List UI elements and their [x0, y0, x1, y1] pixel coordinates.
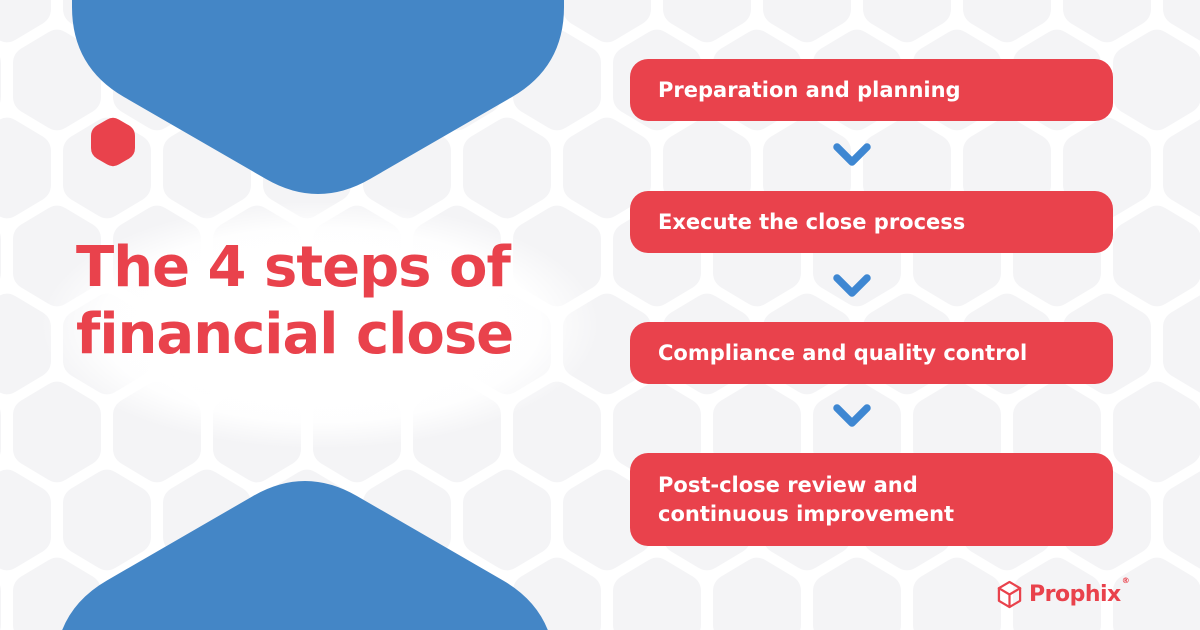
- hex-tile: [963, 0, 1051, 43]
- hex-tile: [1113, 381, 1200, 483]
- hex-tile: [763, 0, 851, 43]
- step-4-label-line-1: Post-close review and: [658, 473, 918, 498]
- hex-tile: [0, 57, 1, 103]
- page-title: The 4 steps of financial close: [76, 234, 636, 368]
- hex-tile: [1163, 471, 1200, 569]
- step-3-compliance: Compliance and quality control: [630, 322, 1113, 384]
- hex-tile: [1163, 295, 1200, 393]
- step-1-preparation: Preparation and planning: [630, 59, 1113, 121]
- chevron-stroke: [833, 143, 871, 166]
- hex-tile: [563, 469, 651, 571]
- hex-tile: [813, 557, 901, 630]
- title-glow: [0, 170, 670, 480]
- hex-tile: [1163, 119, 1200, 217]
- hex-tile: [1113, 29, 1200, 131]
- prophix-cube-icon: [997, 580, 1022, 608]
- chevron-down-icon: [833, 143, 871, 166]
- hex-tile: [0, 0, 51, 43]
- hex-tile: [713, 557, 801, 630]
- red-hexagon-accent: [91, 117, 135, 167]
- blue-hexagon-top: [72, 0, 564, 194]
- prophix-wordmark: Prophix®: [1029, 575, 1130, 607]
- steps-flow: Preparation and planning Execute the clo…: [630, 0, 1113, 630]
- trademark-symbol: ®: [1121, 575, 1130, 585]
- chevron-stroke: [833, 404, 871, 427]
- hex-tile: [63, 469, 151, 571]
- hex-tile: [913, 557, 1001, 630]
- chevron-down-icon: [833, 274, 871, 297]
- step-4-label-line-2: continuous improvement: [658, 501, 955, 526]
- chevron-stroke: [833, 274, 871, 297]
- hex-tile: [1113, 557, 1200, 630]
- hex-tile: [663, 0, 751, 43]
- hex-tile: [463, 469, 551, 571]
- chevron-down-icon: [833, 404, 871, 427]
- step-4-post-close: Post-close review and continuous improve…: [630, 453, 1113, 546]
- hex-tile: [1163, 0, 1200, 41]
- step-3-label: Compliance and quality control: [658, 340, 1028, 365]
- step-2-execute: Execute the close process: [630, 191, 1113, 253]
- page-title-line-1: The 4 steps of: [76, 235, 511, 300]
- hex-tile: [1113, 205, 1200, 307]
- hex-tile: [1063, 0, 1151, 43]
- hex-tile: [0, 469, 51, 571]
- step-1-label: Preparation and planning: [658, 77, 961, 102]
- hex-tile: [563, 0, 651, 43]
- hex-tile: [613, 557, 701, 630]
- hex-tile: [0, 585, 1, 630]
- step-2-label: Execute the close process: [658, 209, 966, 234]
- hex-tile: [1013, 557, 1101, 630]
- blue-hexagon-bottom: [62, 481, 548, 630]
- hex-tile: [13, 29, 101, 131]
- prophix-logo: Prophix®: [996, 575, 1130, 610]
- hex-tile: [863, 0, 951, 43]
- page-title-line-2: financial close: [76, 302, 514, 368]
